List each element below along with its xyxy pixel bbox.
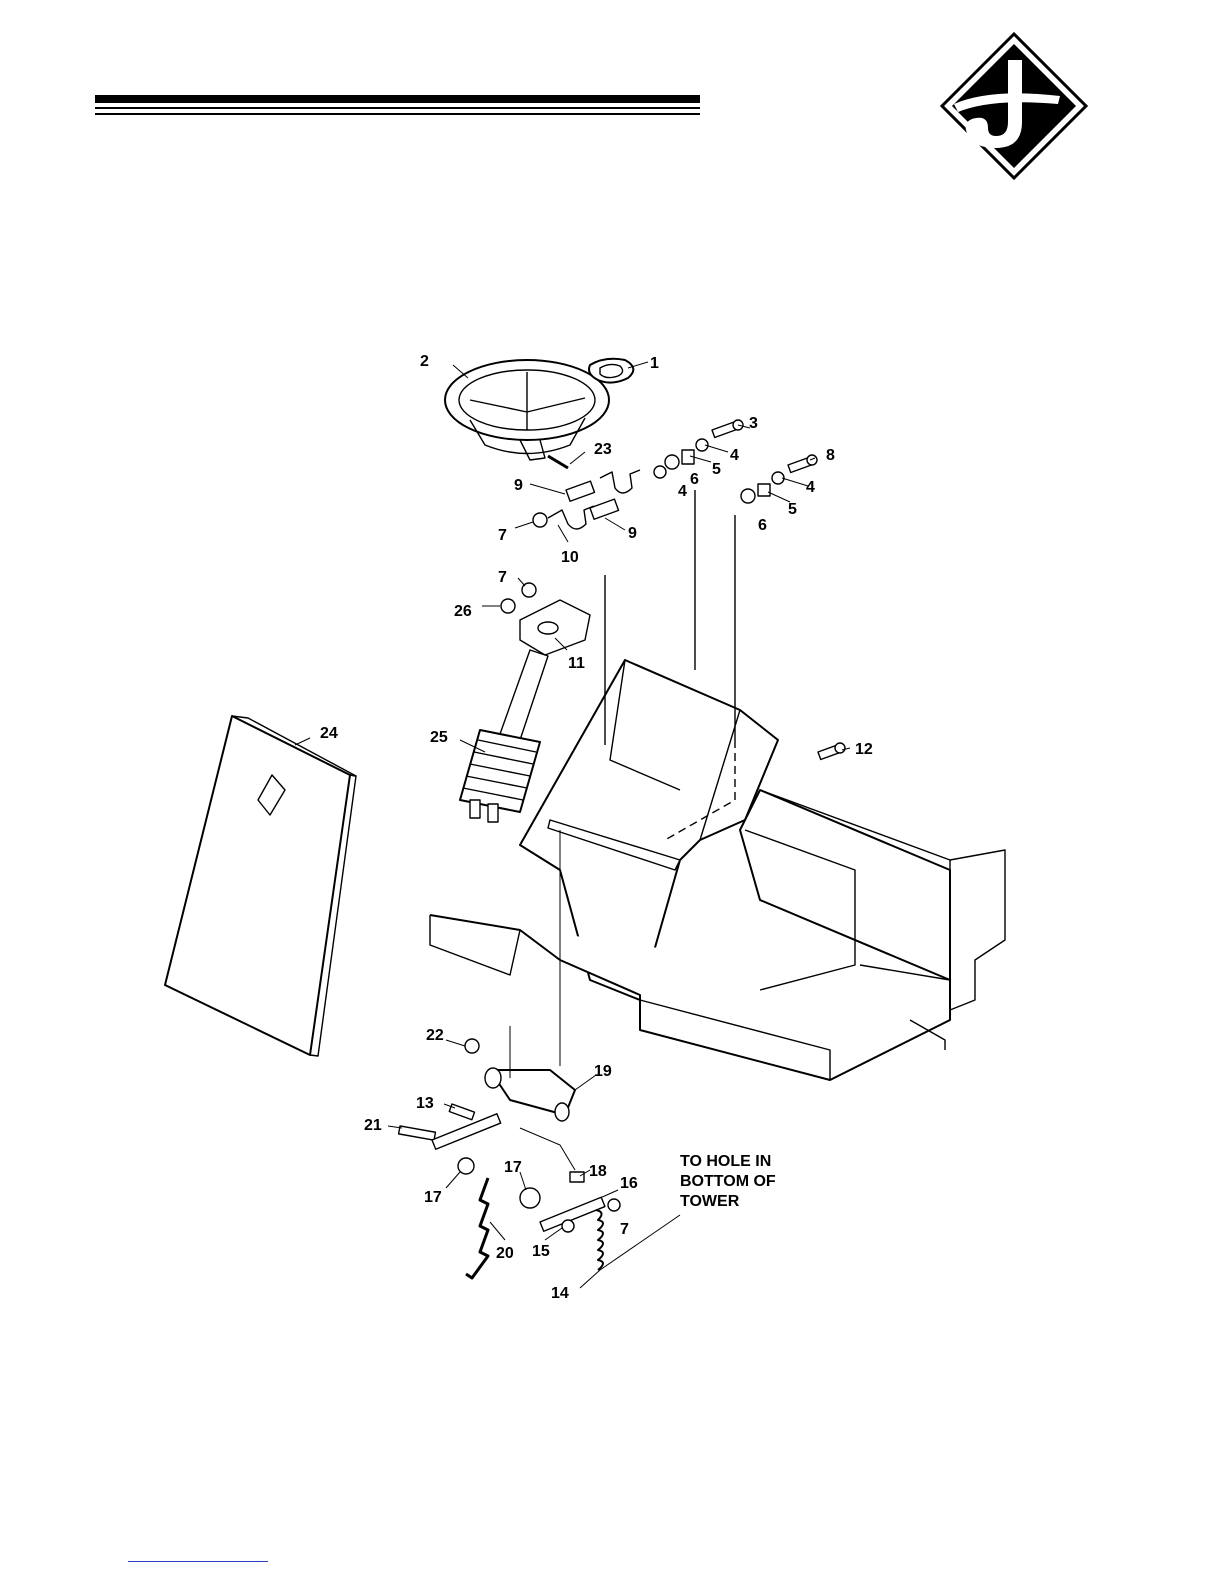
- callout-5: 5: [712, 461, 721, 478]
- nut-22: [465, 1039, 479, 1053]
- callout-24: 24: [320, 725, 338, 742]
- bolt-21: [399, 1126, 436, 1140]
- chain: [466, 1178, 488, 1278]
- callout-15: 15: [532, 1243, 550, 1260]
- callout-5: 5: [788, 501, 797, 518]
- note-line-1: TO HOLE IN: [680, 1153, 771, 1170]
- callout-13: 13: [416, 1095, 434, 1112]
- note-line-2: BOTTOM OF: [680, 1173, 776, 1190]
- callout-9: 9: [628, 525, 637, 542]
- nut-26: [501, 599, 515, 613]
- callout-11: 11: [568, 655, 585, 672]
- callout-23: 23: [594, 441, 612, 458]
- steering-wheel-cap: [589, 359, 633, 383]
- callout-6: 6: [758, 517, 767, 534]
- pivot-bracket: [485, 1068, 575, 1121]
- callout-10: 10: [561, 549, 579, 566]
- callout-12: 12: [855, 741, 873, 758]
- callout-4: 4: [730, 447, 739, 464]
- spacer-9b: [590, 499, 619, 519]
- callout-7: 7: [498, 527, 507, 544]
- clamp-lower: [548, 506, 594, 529]
- spacer-17b: [520, 1188, 540, 1208]
- callout-9: 9: [514, 477, 523, 494]
- callout-6: 6: [690, 471, 699, 488]
- bolt-13: [449, 1104, 474, 1120]
- steering-tower: [520, 490, 778, 1000]
- callout-7: 7: [498, 569, 507, 586]
- steering-actuator: [460, 650, 548, 822]
- extension-spring: [596, 1210, 603, 1270]
- washer-4b: [654, 466, 666, 478]
- bolt-3: [712, 420, 743, 438]
- bolt-8: [788, 455, 817, 473]
- callout-3: 3: [749, 415, 758, 432]
- spacer-17a: [458, 1158, 474, 1174]
- callout-4: 4: [806, 479, 815, 496]
- callout-16: 16: [620, 1175, 638, 1192]
- callout-1: 1: [650, 355, 659, 372]
- nut-7a: [533, 513, 547, 527]
- callout-19: 19: [594, 1063, 612, 1080]
- roll-pin: [548, 456, 568, 468]
- mounting-bracket: [520, 600, 590, 655]
- bolt-12: [818, 743, 845, 760]
- callout-17: 17: [504, 1159, 522, 1176]
- side-panel: [165, 716, 356, 1056]
- link-bar-upper: [432, 1114, 501, 1149]
- footer-link-underline[interactable]: [128, 1561, 268, 1562]
- callout-14: 14: [551, 1285, 569, 1302]
- spacer-9a: [566, 481, 595, 501]
- pin-18: [570, 1172, 584, 1182]
- callout-26: 26: [454, 603, 472, 620]
- callout-18: 18: [589, 1163, 607, 1180]
- nut-7c: [608, 1199, 620, 1211]
- callout-8: 8: [826, 447, 835, 464]
- note-line-3: TOWER: [680, 1193, 740, 1210]
- callout-2: 2: [420, 353, 429, 370]
- clamp-upper: [600, 470, 640, 493]
- callout-7: 7: [620, 1221, 629, 1238]
- callout-22: 22: [426, 1027, 444, 1044]
- bushing-6a: [665, 455, 679, 469]
- callout-17: 17: [424, 1189, 442, 1206]
- callout-21: 21: [364, 1117, 382, 1134]
- callout-25: 25: [430, 729, 448, 746]
- callout-20: 20: [496, 1245, 514, 1262]
- bushing-6b: [741, 489, 755, 503]
- callout-4: 4: [678, 483, 687, 500]
- nut-15: [562, 1220, 574, 1232]
- steering-wheel: [445, 360, 609, 460]
- chassis-frame: [430, 790, 1005, 1080]
- bushing-5b: [758, 484, 770, 496]
